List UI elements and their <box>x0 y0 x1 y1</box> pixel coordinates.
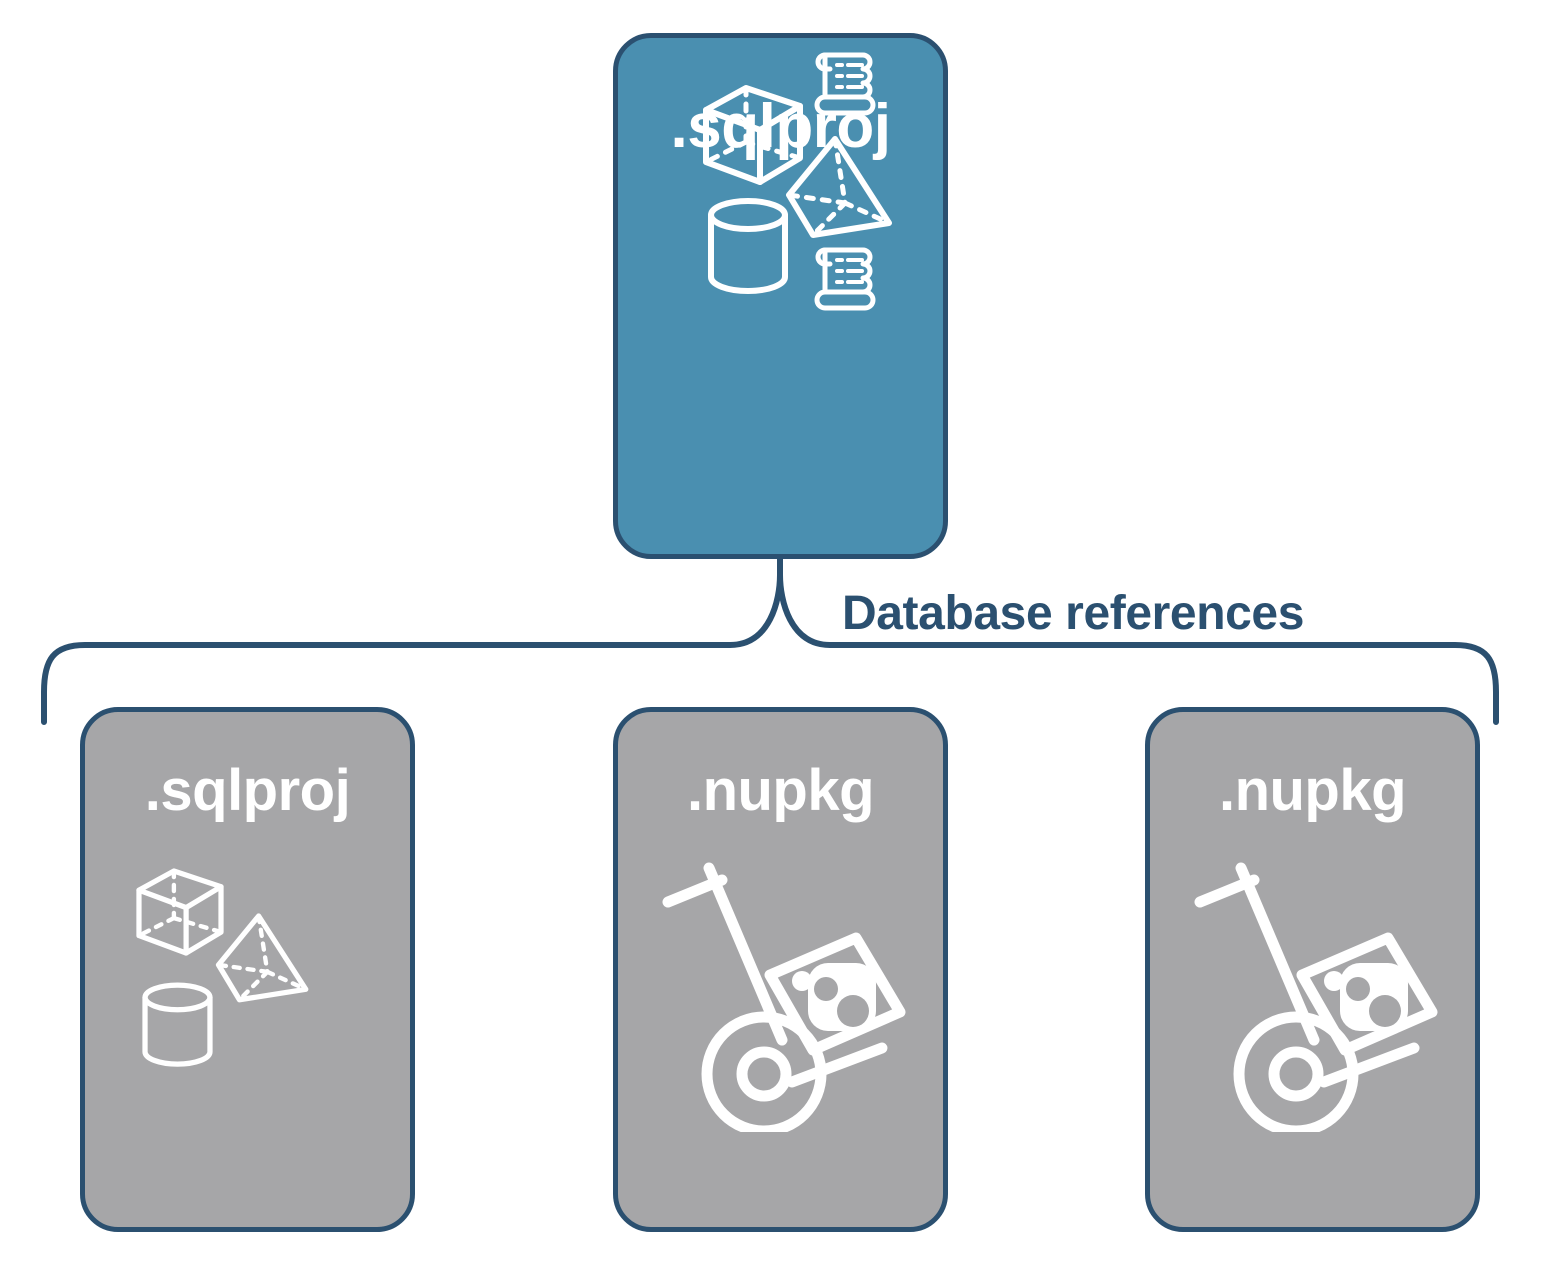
pyramid-icon <box>215 913 309 1003</box>
cylinder-icon <box>142 982 213 1067</box>
scroll-icon <box>814 247 876 311</box>
connector-label: Database references <box>842 587 1305 640</box>
cylinder-icon <box>708 198 788 294</box>
node-root-sqlproj[interactable]: .sqlproj <box>613 33 948 559</box>
hand-truck-package-icon <box>662 862 906 1132</box>
node-child-sqlproj-label: .sqlproj <box>144 758 351 823</box>
cube-icon <box>136 868 224 956</box>
node-child-sqlproj[interactable]: .sqlproj <box>80 707 415 1232</box>
hand-truck-package-icon <box>1194 862 1438 1132</box>
node-child-nupkg-2-label: .nupkg <box>1218 758 1407 823</box>
node-child-nupkg-2[interactable]: .nupkg <box>1145 707 1480 1232</box>
node-child-nupkg-1-label: .nupkg <box>686 758 875 823</box>
node-child-nupkg-1[interactable]: .nupkg <box>613 707 948 1232</box>
node-root-label: .sqlproj <box>670 92 891 161</box>
